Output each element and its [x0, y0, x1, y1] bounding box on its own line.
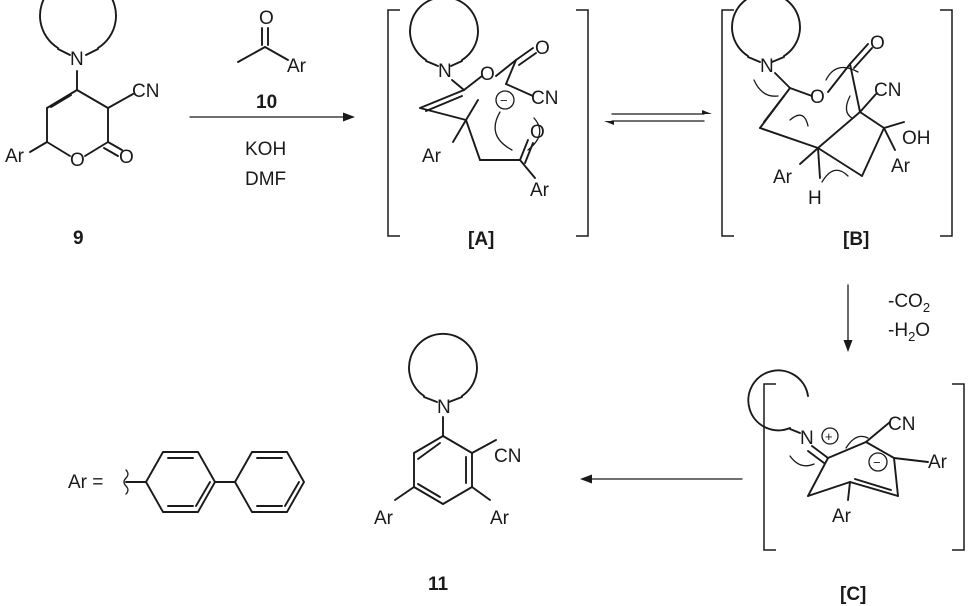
- reaction-arrow-1: [189, 112, 355, 122]
- atom-o: O: [535, 38, 550, 59]
- intermediate-a: N O O CN − Ar O Ar [A]: [387, 0, 589, 250]
- plus-charge: +: [825, 429, 833, 444]
- atom-n: N: [438, 61, 452, 82]
- atom-ar: Ar: [287, 56, 307, 77]
- intermediate-a-label: [A]: [468, 229, 494, 250]
- intermediate-c-label: [C]: [840, 584, 866, 605]
- atom-ar: Ar: [928, 452, 948, 473]
- atom-h: H: [808, 188, 822, 209]
- atom-ar: Ar: [773, 167, 793, 188]
- atom-cn: CN: [494, 446, 521, 467]
- atom-o: O: [530, 122, 545, 143]
- atom-n: N: [760, 56, 774, 77]
- atom-cn: CN: [874, 80, 901, 101]
- ar-definition: Ar =: [68, 451, 305, 513]
- atom-ar: Ar: [422, 146, 442, 167]
- reagent-10: O Ar 10: [237, 8, 307, 113]
- reagent-solvent: DMF: [245, 169, 286, 190]
- intermediate-b: N O O CN OH Ar Ar H [B]: [721, 0, 953, 250]
- atom-cn: CN: [132, 81, 159, 102]
- atom-o: O: [810, 87, 825, 108]
- elimination-h2o: -H2O: [888, 320, 930, 344]
- compound-9-label: 9: [73, 228, 84, 249]
- atom-oh: OH: [902, 128, 931, 149]
- atom-n: N: [70, 49, 84, 70]
- atom-ar: Ar: [530, 180, 550, 201]
- atom-cn: CN: [531, 88, 558, 109]
- intermediate-b-label: [B]: [843, 229, 869, 250]
- compound-11: N CN Ar Ar 11: [374, 332, 521, 595]
- atom-ar: Ar: [5, 146, 25, 167]
- elimination-co2: -CO2: [888, 291, 930, 315]
- reagent-10-label: 10: [256, 92, 277, 113]
- minus-charge: −: [873, 455, 881, 470]
- atom-o: O: [259, 8, 274, 29]
- atom-ar: Ar: [891, 156, 911, 177]
- wavy-bond-icon: [123, 469, 129, 495]
- atom-o: O: [70, 150, 85, 171]
- atom-o: O: [480, 64, 495, 85]
- atom-n: N: [437, 397, 451, 418]
- compound-11-label: 11: [428, 574, 449, 595]
- atom-ar: Ar: [374, 508, 394, 529]
- atom-cn: CN: [888, 414, 915, 435]
- compound-9: N CN Ar O O 9: [5, 0, 159, 249]
- atom-o: O: [119, 147, 134, 168]
- intermediate-c: N + CN Ar Ar − [C]: [747, 369, 965, 605]
- reagent-base: KOH: [245, 139, 286, 160]
- minus-charge: −: [500, 93, 508, 108]
- atom-n: N: [800, 428, 814, 449]
- ar-definition-label: Ar =: [68, 472, 103, 493]
- reaction-arrow-down: [843, 284, 853, 352]
- atom-ar: Ar: [490, 508, 510, 529]
- atom-ar: Ar: [832, 506, 852, 527]
- atom-o: O: [870, 33, 885, 54]
- equilibrium-arrows: [604, 110, 712, 125]
- reaction-arrow-left: [580, 474, 743, 484]
